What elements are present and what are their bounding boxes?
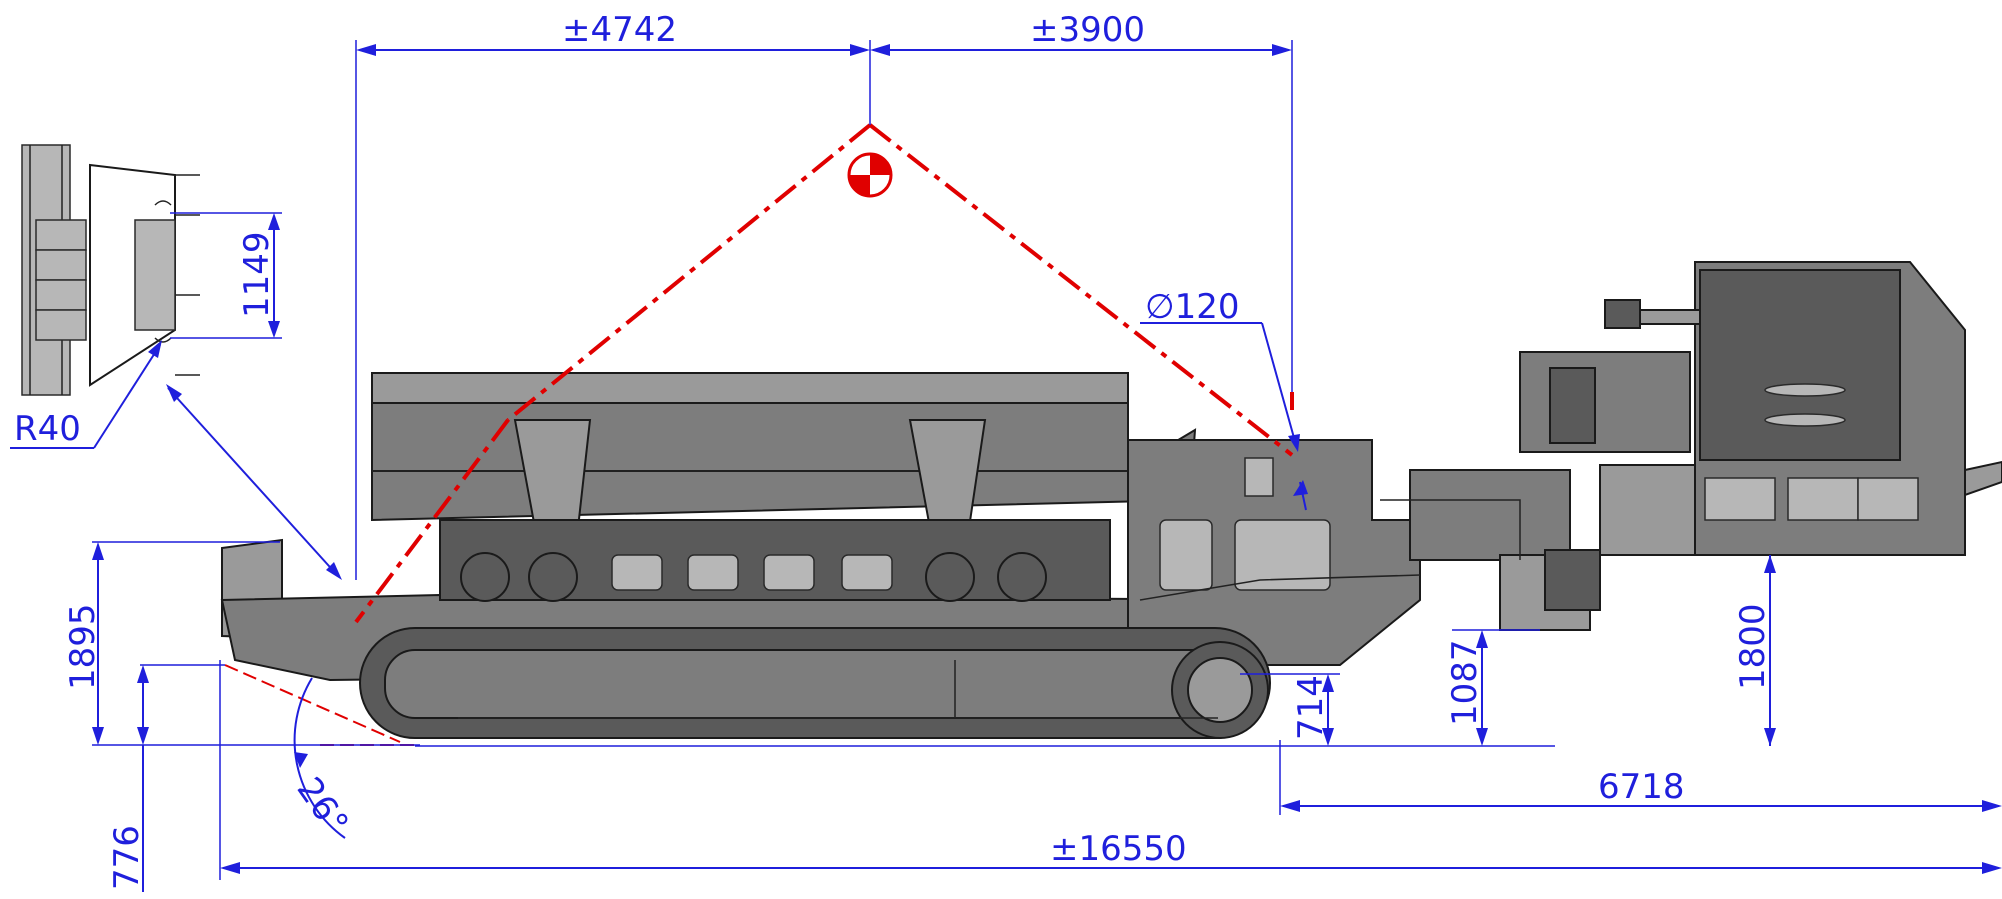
track-assembly [359,627,1271,739]
dimension-front-clearance: 776 [107,664,225,892]
dimension-rear-height: 1800 [1733,555,1776,746]
top-right-span-label: ±3900 [1030,10,1145,50]
dimension-front-height: 1895 [63,541,420,746]
dimension-total-length: ±16550 [219,660,2002,880]
dimension-diameter: ∅120 [1140,287,1308,511]
rear-length-label: 6718 [1598,767,1685,807]
rear-height-label: 1800 [1733,603,1773,690]
dimension-top-spans: ±4742 ±3900 [355,10,1293,580]
dimension-rear-length: 6718 [1279,740,2002,815]
top-left-span-label: ±4742 [562,10,677,50]
detail-radius-label: R40 [14,409,81,449]
dimension-mid-height: 1087 [1445,629,1540,746]
detail-height-label: 1149 [237,231,277,318]
approach-angle-label: 26° [289,770,356,842]
detail-leader-arrow-start [166,384,182,402]
track-height-label: 714 [1291,675,1331,740]
diameter-label: ∅120 [1145,287,1240,327]
mid-height-label: 1087 [1445,639,1485,726]
detail-view [21,144,200,396]
front-height-label: 1895 [63,603,103,690]
detail-leader-arrow [326,562,342,580]
center-of-gravity-icon [847,152,893,198]
dimension-detail-radius: R40 [10,340,162,449]
front-clearance-label: 776 [107,825,147,890]
dimension-approach-angle: 26° [289,677,356,843]
dimension-track-height: 714 [1240,673,1340,746]
dimension-detail-height: 1149 [170,212,282,339]
total-length-label: ±16550 [1050,829,1187,869]
detail-leader-line [167,387,339,577]
machine-body [220,261,2002,682]
